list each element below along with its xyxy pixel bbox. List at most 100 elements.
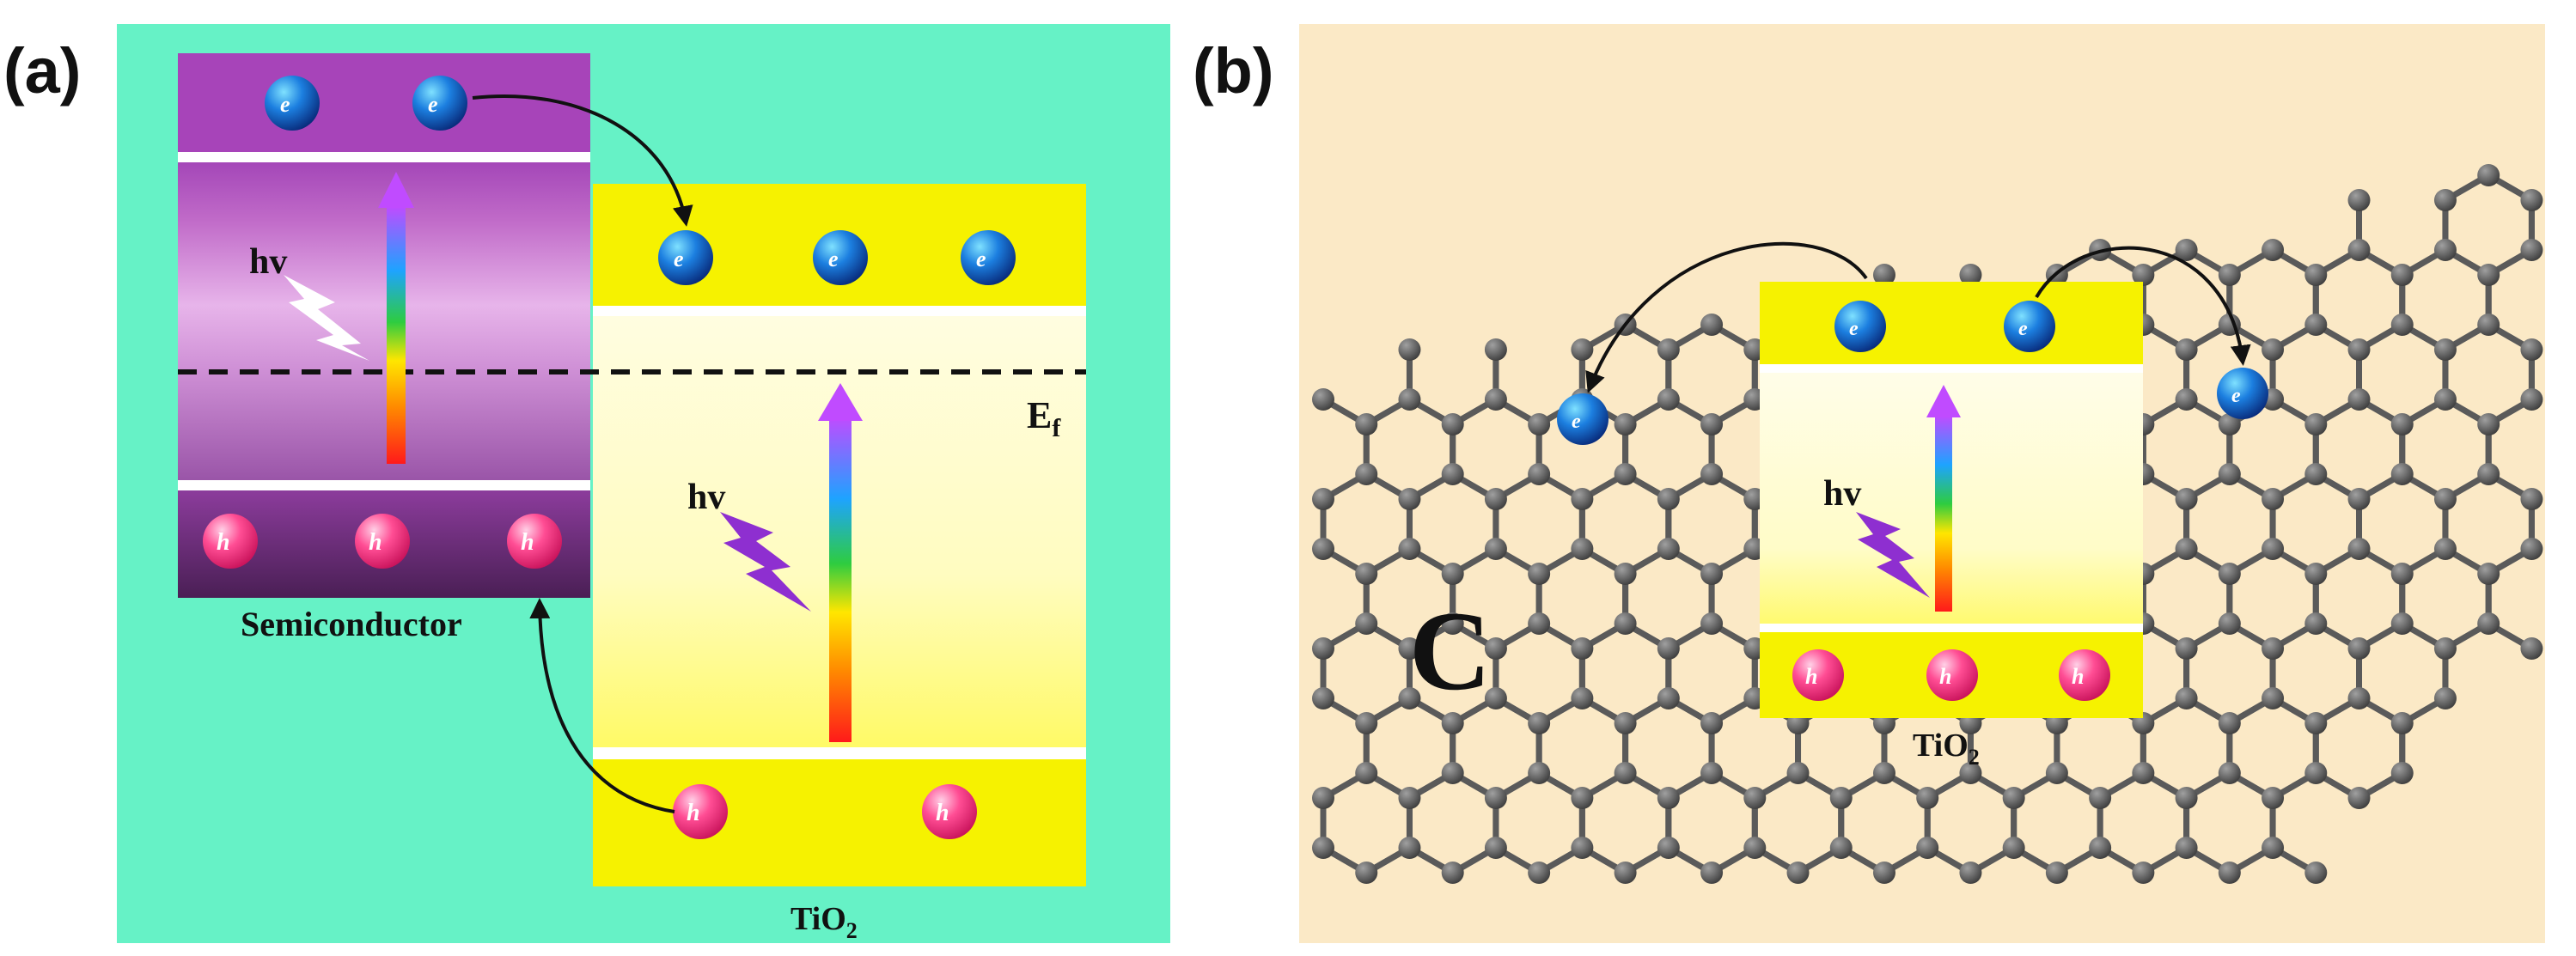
graphene-atom — [2347, 388, 2371, 411]
graphene-atom — [2304, 712, 2328, 734]
semiconductor-gap — [178, 162, 590, 480]
graphene-atom — [2347, 538, 2371, 560]
graphene-atom — [1829, 837, 1853, 859]
graphene-atom — [1528, 563, 1551, 585]
graphene-atom — [2520, 388, 2543, 411]
graphene-atom — [1398, 787, 1421, 809]
graphene-atom — [1959, 762, 1982, 784]
graphene-atom — [2132, 762, 2155, 784]
tio2-a-vb — [593, 759, 1086, 886]
graphene-atom — [1571, 637, 1594, 660]
panel-a: Ef hv hv e e e e — [117, 24, 1170, 943]
svg-text:e: e — [1849, 318, 1859, 340]
graphene-atom — [2390, 563, 2414, 585]
graphene-atom — [1829, 787, 1853, 809]
graphene-atom — [2262, 837, 2285, 859]
graphene-atom — [1614, 563, 1637, 585]
graphene-atom — [1528, 762, 1551, 784]
graphene-atom — [2175, 837, 2198, 859]
electron-transfer-arrow-right — [2035, 246, 2251, 366]
svg-text:h: h — [521, 529, 534, 556]
graphene-atom — [2304, 762, 2328, 784]
graphene-atom — [1657, 388, 1680, 411]
graphene-atom — [2390, 413, 2414, 435]
graphene-atom — [1571, 488, 1594, 510]
lightning-icon — [1856, 512, 1930, 598]
electron: e — [961, 230, 1016, 285]
graphene-atom — [1614, 862, 1637, 884]
graphene-atom — [2002, 787, 2025, 809]
graphene-atom — [2520, 637, 2543, 660]
electron: e — [2004, 301, 2055, 352]
graphene-atom — [2390, 712, 2414, 734]
electron: e — [813, 230, 868, 285]
graphene-atom — [2433, 338, 2457, 361]
graphene-atom — [2218, 712, 2241, 734]
electron: e — [412, 76, 467, 131]
graphene-atom — [2218, 762, 2241, 784]
svg-text:e: e — [976, 247, 986, 271]
graphene-atom — [1312, 538, 1334, 560]
graphene-atom — [1398, 637, 1421, 660]
graphene-atom — [1528, 712, 1551, 734]
graphene-atom — [2347, 687, 2371, 709]
graphene-atom — [2262, 787, 2285, 809]
graphene-atom — [2304, 563, 2328, 585]
tio2-label-b: TiO2 — [1913, 728, 1980, 770]
graphene-atom — [2433, 488, 2457, 510]
graphene-atom — [2347, 637, 2371, 660]
electron-transfer-arrow-left — [1585, 241, 1868, 393]
graphene-atom — [1657, 488, 1680, 510]
graphene-atom — [1700, 463, 1724, 485]
graphene-atom — [1484, 687, 1507, 709]
electron: e — [658, 230, 713, 285]
graphene-atom — [1786, 862, 1810, 884]
electron-transfer-arrow — [472, 94, 693, 227]
svg-text:h: h — [369, 529, 382, 556]
electron: e — [1557, 393, 1608, 445]
svg-text:e: e — [2018, 318, 2028, 340]
graphene-atom — [2132, 264, 2155, 286]
graphene-atom — [1700, 612, 1724, 635]
graphene-atom — [2175, 338, 2198, 361]
hole: h — [1926, 649, 1978, 701]
graphene-atom — [2390, 264, 2414, 286]
graphene-atom — [1441, 463, 1464, 485]
graphene-atom — [1657, 338, 1680, 361]
hole-transfer-arrow — [529, 598, 675, 813]
hole: h — [2059, 649, 2110, 701]
graphene-atom — [1786, 762, 1810, 784]
graphene-atom — [1312, 837, 1334, 859]
graphene-atom — [1571, 787, 1594, 809]
graphene-atom — [1398, 687, 1421, 709]
graphene-atom — [1355, 413, 1378, 435]
hole: h — [203, 514, 258, 569]
tio2-b-cb-edge — [1760, 364, 2143, 373]
graphene-atom — [1528, 612, 1551, 635]
graphene-atom — [2218, 612, 2241, 635]
graphene-atom — [2218, 563, 2241, 585]
graphene-atom — [1528, 413, 1551, 435]
graphene-atom — [1355, 563, 1378, 585]
graphene-atom — [1398, 388, 1421, 411]
panel-b-label: (b) — [1193, 35, 1274, 107]
graphene-atom — [1528, 862, 1551, 884]
panel-b: hv e e e e h h h — [1299, 24, 2545, 943]
graphene-atom — [2304, 612, 2328, 635]
graphene-atom — [1312, 787, 1334, 809]
graphene-atom — [1312, 687, 1334, 709]
graphene-atom — [1441, 612, 1464, 635]
svg-text:e: e — [674, 247, 684, 271]
svg-text:e: e — [280, 92, 290, 117]
svg-text:h: h — [936, 800, 949, 826]
graphene-atom — [1743, 837, 1767, 859]
graphene-atom — [2347, 787, 2371, 809]
svg-text:h: h — [1805, 664, 1817, 689]
graphene-atom — [1312, 388, 1334, 411]
graphene-atom — [2002, 837, 2025, 859]
graphene-atom — [2390, 463, 2414, 485]
graphene-atom — [1355, 762, 1378, 784]
graphene-atom — [2347, 189, 2371, 211]
graphene-atom — [1484, 787, 1507, 809]
graphene-atom — [1657, 837, 1680, 859]
